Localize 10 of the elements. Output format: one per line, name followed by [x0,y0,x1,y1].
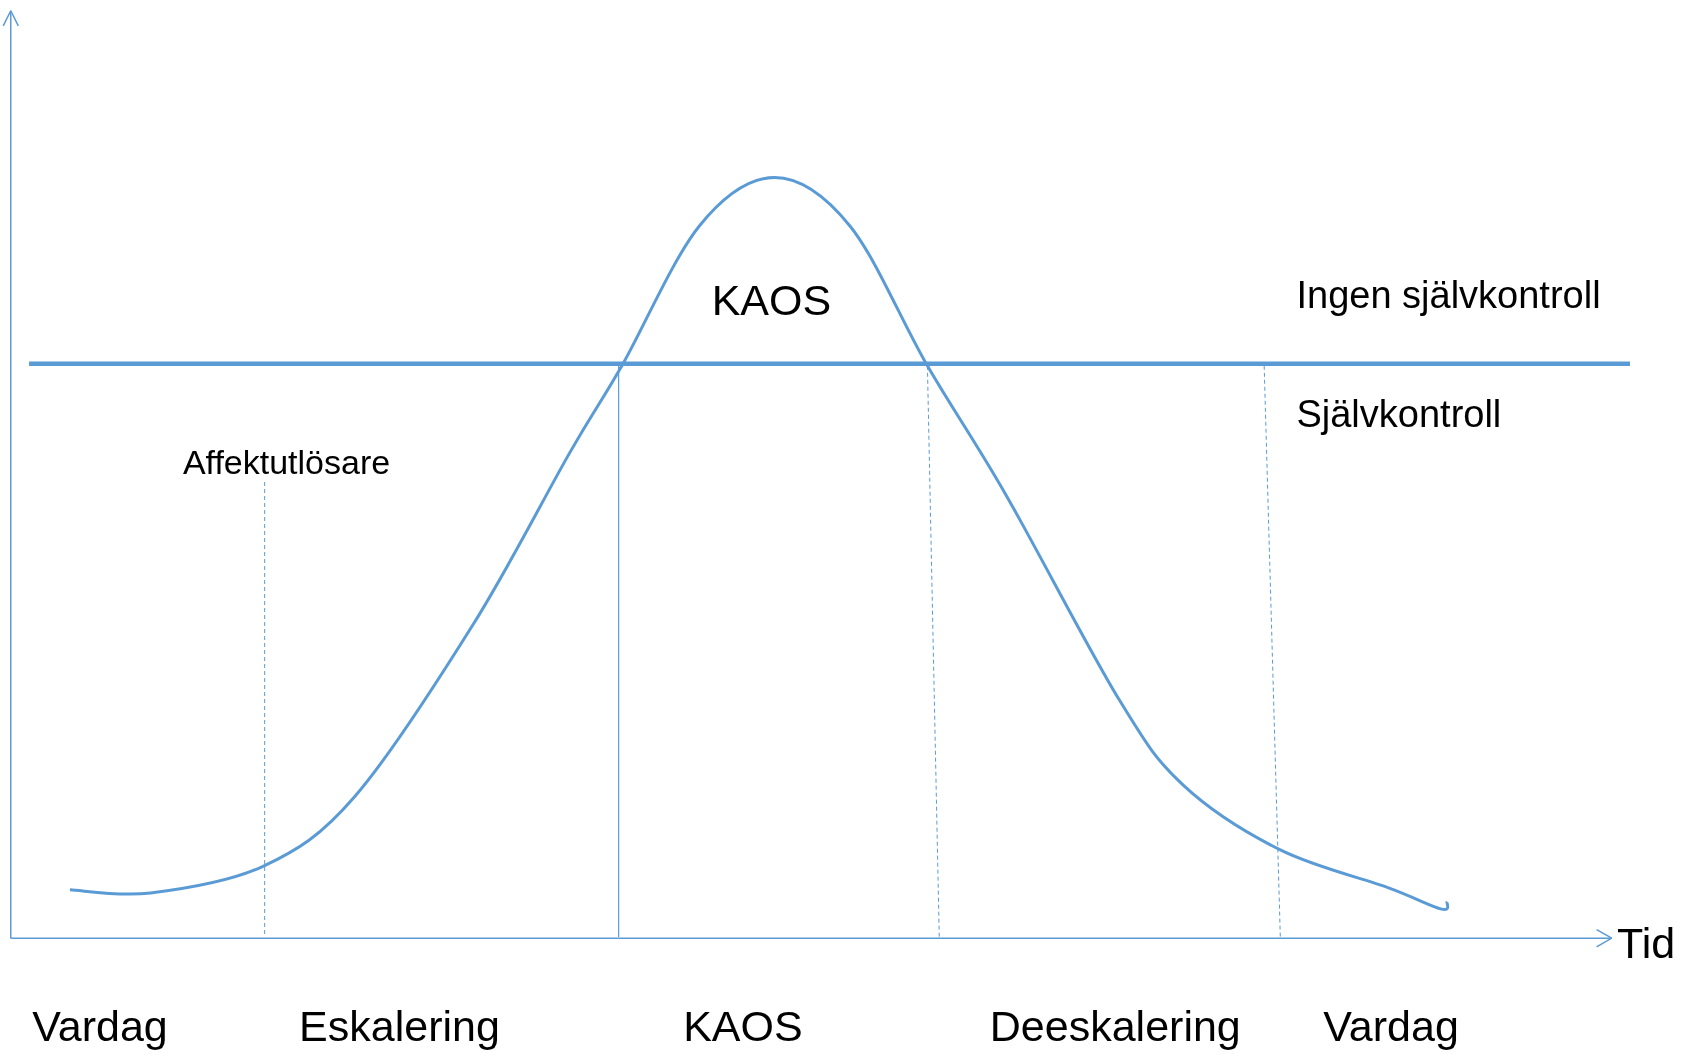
zone-label: Ingen självkontroll [1296,274,1601,318]
phase-label: Vardag [1323,1002,1459,1053]
zone-label: Självkontroll [1296,393,1502,438]
phase-label: Deeskalering [989,1002,1241,1053]
phase-label: KAOS [683,1002,803,1053]
phase-label: Vardag [32,1002,168,1053]
axis-label: Tid [1617,918,1676,969]
trigger-label: Affektutlösare [182,443,391,483]
zone-label: KAOS [711,276,832,326]
phase-label: Eskalering [299,1002,500,1053]
